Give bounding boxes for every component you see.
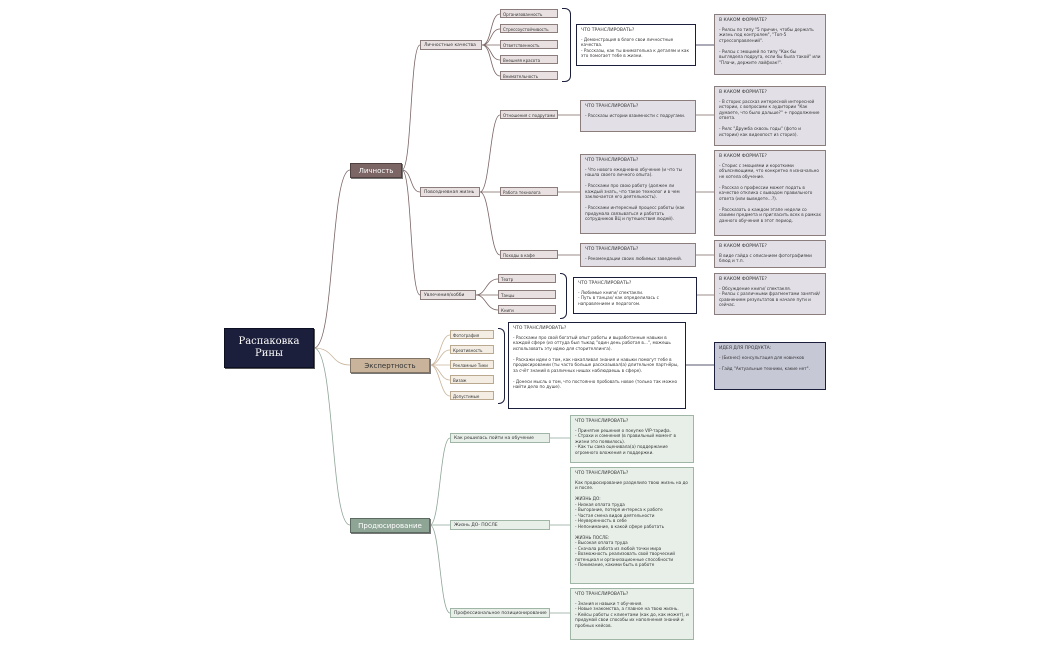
card-heading: ИДЕЯ ДЛЯ ПРОДУКТА: [719, 346, 772, 351]
card-heading: В КАКОМ ФОРМАТЕ? [719, 90, 767, 95]
card-text: - Что нового ежедневно обучение (и что т… [585, 166, 685, 222]
decision-what-card[interactable]: ЧТО ТРАНСЛИРОВАТЬ? - Принятие решения о … [570, 415, 694, 463]
branch-selling-label: Продюсирование [358, 522, 422, 530]
work-format-card[interactable]: В КАКОМ ФОРМАТЕ? - Сторис с эмоциями и к… [714, 150, 826, 236]
card-heading: ЧТО ТРАНСЛИРОВАТЬ? [575, 419, 629, 424]
node-quality-item[interactable]: Внимательность [500, 71, 558, 80]
card-heading: В КАКОМ ФОРМАТЕ? [719, 18, 767, 23]
card-heading: В КАКОМ ФОРМАТЕ? [719, 154, 767, 159]
card-text: - (Бизнес) консультация для новичков - Г… [719, 354, 810, 371]
node-hobby-item[interactable]: Книги [498, 305, 556, 314]
card-text: - В сторис рассказ интересной интересной… [719, 98, 820, 137]
node-daily-life[interactable]: Повседневная жизнь [420, 187, 480, 197]
card-heading: ЧТО ТРАНСЛИРОВАТЬ? [585, 158, 639, 163]
card-text: - Сторис с эмоциями и короткими объясняю… [719, 162, 821, 223]
card-heading: ЧТО ТРАНСЛИРОВАТЬ? [575, 592, 629, 597]
node-expertise-item[interactable]: Визаж [450, 375, 494, 384]
node-expertise-item[interactable]: Рекламные Тики [450, 360, 494, 369]
node-expertise-item[interactable]: Допустимые [450, 391, 494, 400]
root-label: Распаковка Рины [238, 336, 300, 359]
node-quality-item[interactable]: Внешняя красота [500, 55, 558, 64]
node-positioning[interactable]: Профессиональное позиционирование [450, 608, 550, 618]
card-heading: ЧТО ТРАНСЛИРОВАТЬ? [578, 281, 632, 286]
group-bracket [560, 273, 567, 319]
card-heading: В КАКОМ ФОРМАТЕ? [719, 244, 767, 249]
node-hobby-item[interactable]: Танцы [498, 290, 556, 299]
card-heading: ЧТО ТРАНСЛИРОВАТЬ? [581, 28, 635, 33]
card-text: - Любимые книги/ спектакли. - Путь в тан… [578, 289, 659, 306]
node-quality-item[interactable]: Ответственность [500, 40, 558, 49]
node-work[interactable]: Работа технолога [500, 187, 558, 196]
node-quality-item[interactable]: Организованность [500, 9, 558, 18]
card-heading: ЧТО ТРАНСЛИРОВАТЬ? [585, 247, 639, 252]
card-text: - Рилсы по типу "5 причин, чтобы держать… [719, 26, 821, 65]
root-node[interactable]: Распаковка Рины [224, 328, 314, 368]
qualities-format-card[interactable]: В КАКОМ ФОРМАТЕ? - Рилсы по типу "5 прич… [714, 14, 826, 75]
before-after-what-card[interactable]: ЧТО ТРАНСЛИРОВАТЬ? Как продюсирование ра… [570, 467, 694, 584]
node-expertise-item[interactable]: Креативность [450, 345, 494, 354]
cafe-format-card[interactable]: В КАКОМ ФОРМАТЕ? В виде гайда с описание… [714, 240, 826, 268]
card-text: - Рассказы истории взаимности с подругам… [585, 112, 686, 118]
branch-selling[interactable]: Продюсирование [350, 518, 430, 533]
node-expertise-item[interactable]: Фотография [450, 330, 494, 339]
branch-expertise[interactable]: Экспертность [350, 358, 430, 373]
cafe-what-card[interactable]: ЧТО ТРАНСЛИРОВАТЬ? - Рекомендации своих … [580, 243, 696, 267]
card-text: - Рекомендации своих любимых заведений. [585, 255, 683, 261]
node-friends[interactable]: Отношения с подругами [500, 110, 558, 119]
node-quality-item[interactable]: Стрессоустойчивость [500, 24, 558, 33]
card-text: В виде гайда с описанием фотографиями бл… [719, 252, 814, 264]
node-decision[interactable]: Как решилась пойти на обучение [450, 433, 550, 443]
node-qualities[interactable]: Личностные качества [420, 40, 482, 50]
card-text: - Знания и навыки т обучения. - Новые зн… [575, 600, 689, 628]
hobbies-what-card[interactable]: ЧТО ТРАНСЛИРОВАТЬ? - Любимые книги/ спек… [573, 277, 697, 314]
card-heading: ЧТО ТРАНСЛИРОВАТЬ? [585, 104, 639, 109]
group-bracket [562, 8, 571, 82]
node-cafe[interactable]: Походы в кафе [500, 250, 558, 259]
node-hobbies[interactable]: Увлечения/хобби [420, 290, 476, 300]
card-text: - Демонстрация в блоге свои личностные к… [581, 36, 690, 59]
expertise-what-card[interactable]: ЧТО ТРАНСЛИРОВАТЬ? - Расскажи про свой б… [508, 322, 686, 409]
work-what-card[interactable]: ЧТО ТРАНСЛИРОВАТЬ? - Что нового ежедневн… [580, 154, 696, 234]
friends-format-card[interactable]: В КАКОМ ФОРМАТЕ? - В сторис рассказ инте… [714, 86, 826, 146]
positioning-what-card[interactable]: ЧТО ТРАНСЛИРОВАТЬ? - Знания и навыки т о… [570, 588, 694, 640]
card-heading: ЧТО ТРАНСЛИРОВАТЬ? [513, 326, 567, 331]
node-before-after[interactable]: Жизнь ДО- ПОСЛЕ [450, 520, 550, 530]
hobbies-format-card[interactable]: В КАКОМ ФОРМАТЕ? - Обсуждение книги/ спе… [714, 273, 826, 315]
card-text: - Обсуждение книги/ спектакля. - Рилсы с… [719, 285, 820, 308]
node-hobby-item[interactable]: Театр [498, 274, 556, 283]
card-heading: В КАКОМ ФОРМАТЕ? [719, 277, 767, 282]
card-text: - Принятие решения о покупке VIP-тарифа.… [575, 427, 676, 455]
group-bracket [498, 328, 505, 404]
qualities-what-card[interactable]: ЧТО ТРАНСЛИРОВАТЬ? - Демонстрация в блог… [576, 24, 696, 66]
card-text: - Расскажи про свой богатый опыт работы … [513, 334, 679, 390]
card-text: Как продюсирование разделило твою жизнь … [575, 479, 688, 568]
friends-what-card[interactable]: ЧТО ТРАНСЛИРОВАТЬ? - Рассказы истории вз… [580, 100, 696, 132]
expertise-idea-card[interactable]: ИДЕЯ ДЛЯ ПРОДУКТА: - (Бизнес) консультац… [714, 342, 826, 390]
card-heading: ЧТО ТРАНСЛИРОВАТЬ? [575, 471, 629, 476]
branch-expertise-label: Экспертность [364, 362, 416, 370]
branch-personality-label: Личность [358, 167, 394, 175]
branch-personality[interactable]: Личность [350, 163, 402, 178]
